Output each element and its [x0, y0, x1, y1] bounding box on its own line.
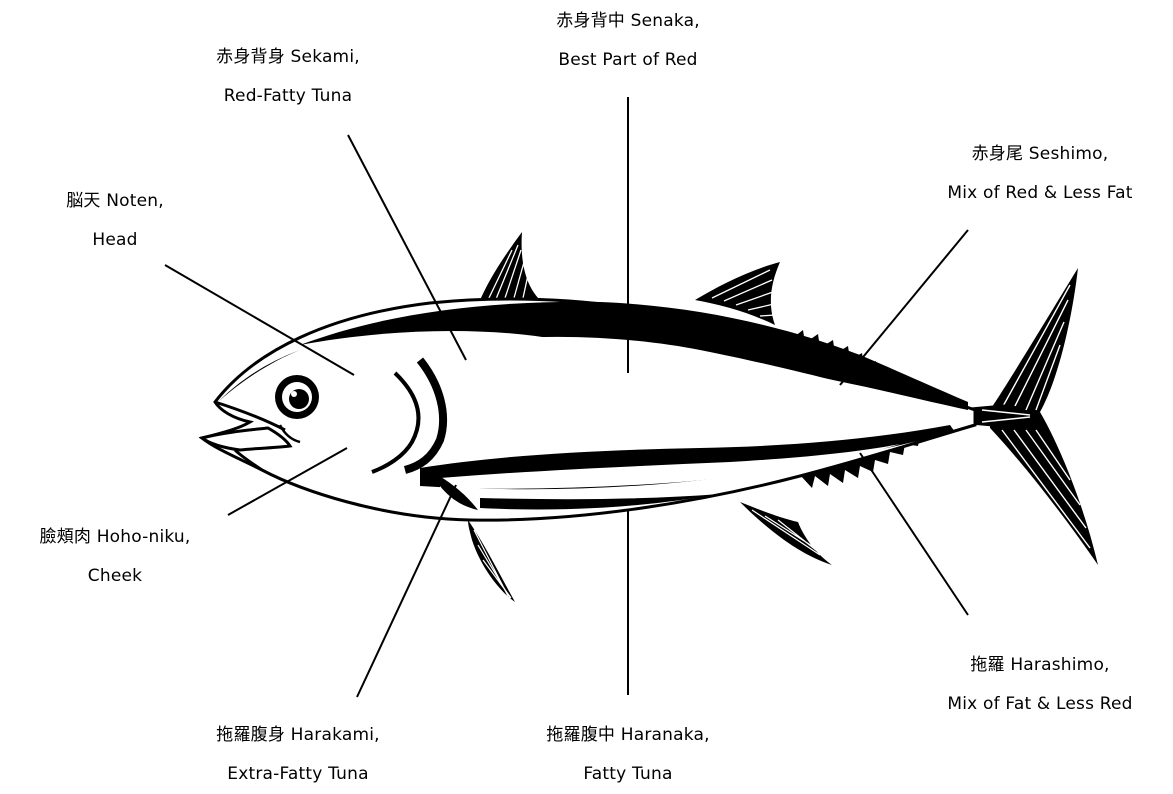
label-harakami-line2: Extra-Fatty Tuna [216, 755, 379, 794]
label-sekami: 赤身背身 Sekami, Red-Fatty Tuna [216, 38, 360, 116]
anal-fin [740, 502, 832, 565]
fish-body [202, 299, 975, 520]
label-seshimo: 赤身尾 Seshimo, Mix of Red & Less Fat [947, 135, 1132, 213]
label-hohoniku: 臉頰肉 Hoho-niku, Cheek [39, 518, 190, 596]
label-hohoniku-line2: Cheek [39, 557, 190, 596]
label-senaka: 赤身背中 Senaka, Best Part of Red [556, 2, 700, 80]
label-seshimo-line1: 赤身尾 Seshimo, [947, 135, 1132, 174]
label-haranaka-line2: Fatty Tuna [546, 755, 709, 794]
label-harashimo-line2: Mix of Fat & Less Red [947, 685, 1132, 724]
label-sekami-line1: 赤身背身 Sekami, [216, 38, 360, 77]
leader-line-harashimo [860, 453, 968, 615]
first-dorsal-fin [478, 232, 540, 305]
label-harashimo: 拖羅 Harashimo, Mix of Fat & Less Red [947, 646, 1132, 724]
tail-fin [965, 268, 1098, 565]
fish-eye [275, 375, 319, 419]
label-haranaka: 拖羅腹中 Haranaka, Fatty Tuna [546, 716, 709, 794]
leader-line-seshimo [840, 230, 968, 385]
label-harashimo-line1: 拖羅 Harashimo, [947, 646, 1132, 685]
label-noten-line1: 脳天 Noten, [66, 182, 164, 221]
label-senaka-line2: Best Part of Red [556, 41, 700, 80]
label-hohoniku-line1: 臉頰肉 Hoho-niku, [39, 518, 190, 557]
label-harakami: 拖羅腹身 Harakami, Extra-Fatty Tuna [216, 716, 379, 794]
leader-line-noten [165, 265, 354, 375]
label-haranaka-line1: 拖羅腹中 Haranaka, [546, 716, 709, 755]
leader-line-harakami [357, 485, 456, 697]
pelvic-fin [468, 520, 515, 602]
label-senaka-line1: 赤身背中 Senaka, [556, 2, 700, 41]
label-harakami-line1: 拖羅腹身 Harakami, [216, 716, 379, 755]
label-noten: 脳天 Noten, Head [66, 182, 164, 260]
label-sekami-line2: Red-Fatty Tuna [216, 77, 360, 116]
label-seshimo-line2: Mix of Red & Less Fat [947, 174, 1132, 213]
label-noten-line2: Head [66, 221, 164, 260]
